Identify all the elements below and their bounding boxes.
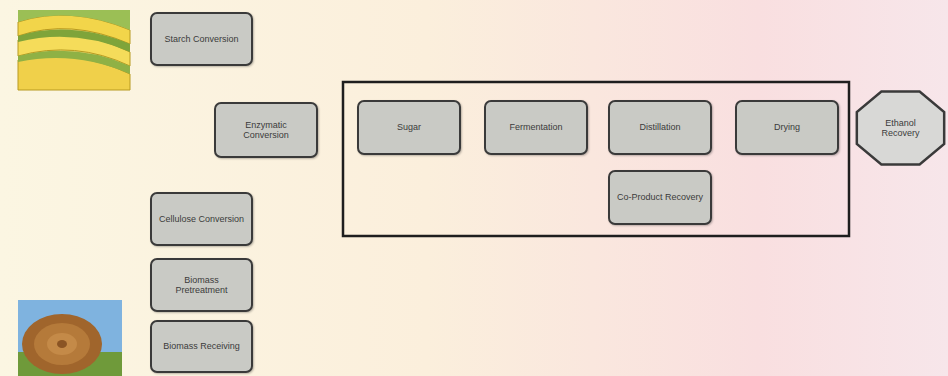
box-label: Drying [774,122,800,132]
process-box: Biomass Receiving [150,320,253,373]
process-box: Sugar [357,100,461,155]
process-group-outline [343,82,849,236]
process-box: Drying [735,100,839,155]
box-label: Enzymatic Conversion [222,120,310,141]
hay-bale-picture [18,300,122,376]
process-box: Distillation [608,100,712,155]
box-label: Biomass Pretreatment [158,275,245,296]
corn-picture [18,10,130,90]
process-box: Biomass Pretreatment [150,258,253,312]
process-box: Co-Product Recovery [608,170,712,225]
box-label: Distillation [639,122,680,132]
terminal-octagon: Ethanol Recovery [855,90,946,166]
process-box: Enzymatic Conversion [214,102,318,158]
box-label: Cellulose Conversion [159,214,244,224]
box-label: Starch Conversion [164,34,238,44]
box-label: Ethanol Recovery [871,118,930,139]
box-label: Co-Product Recovery [617,192,703,202]
process-box: Fermentation [484,100,588,155]
box-label: Fermentation [509,122,562,132]
box-label: Sugar [397,122,421,132]
process-box: Starch Conversion [150,12,253,66]
process-box: Cellulose Conversion [150,192,253,246]
box-label: Biomass Receiving [163,341,240,351]
